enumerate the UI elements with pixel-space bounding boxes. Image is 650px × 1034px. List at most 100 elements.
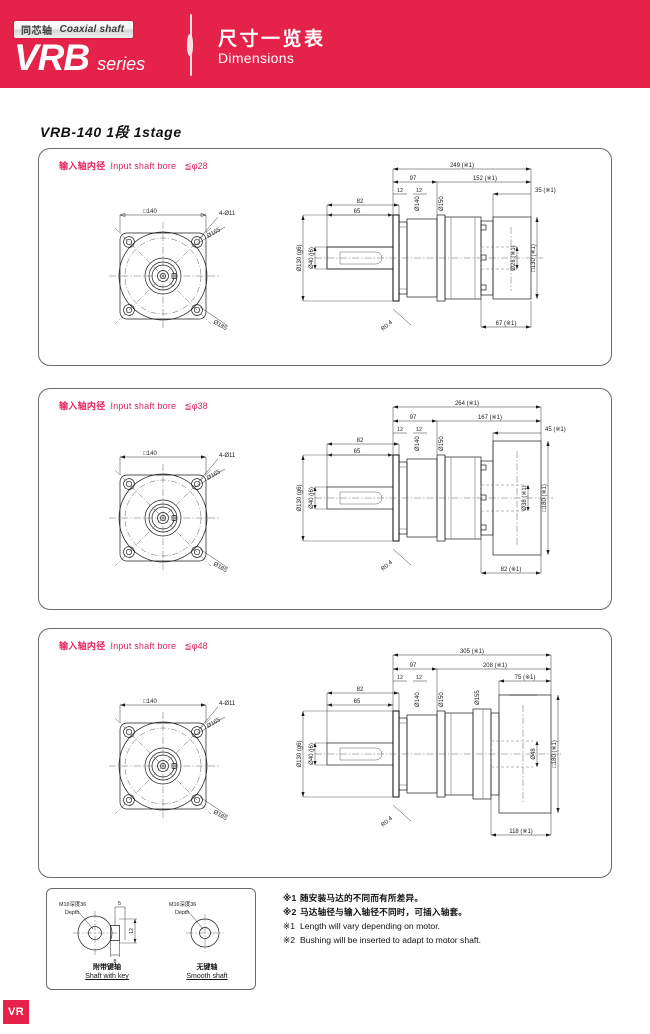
bore-label-en-3: Input shaft bore bbox=[110, 641, 177, 651]
bore-label-1: 输入轴内径 Input shaft bore ≦φ28 bbox=[59, 159, 208, 172]
flange-front-view-1: □140 4-Ø11 Ø165 Ø185 bbox=[87, 193, 277, 353]
side-section-view-3: 305 (※1) 97 208 (※1) 12 12 82 bbox=[285, 643, 630, 868]
dim-body-dia-2b: Ø150 bbox=[439, 436, 445, 451]
dim-front-length-2: 97 bbox=[410, 415, 417, 421]
keyed-thread-cn: M16深度36 bbox=[59, 900, 86, 908]
keyed-dim-height: 12 bbox=[129, 928, 135, 934]
series-word: series bbox=[97, 54, 146, 74]
note-mark-3: ※1 bbox=[283, 920, 295, 931]
bore-label-cn-2: 输入轴内径 bbox=[59, 401, 106, 411]
coaxial-shaft-badge: 同芯轴 Coaxial shaft bbox=[14, 21, 134, 38]
dim-bolt-circle-1: Ø165 bbox=[206, 227, 222, 240]
header-divider bbox=[187, 14, 193, 76]
bore-label-cn-1: 输入轴内径 bbox=[59, 161, 106, 171]
dim-bolt-circle-2: Ø165 bbox=[206, 469, 222, 482]
dim-outer-dia-3: Ø185 bbox=[212, 810, 228, 823]
bore-label-2: 输入轴内径 Input shaft bore ≦φ38 bbox=[59, 399, 208, 412]
dim-motor-shaft-dia-3: Ø48 bbox=[531, 748, 537, 760]
dim-12a-2: 12 bbox=[397, 427, 403, 433]
page-title-en: Dimensions bbox=[218, 50, 295, 66]
dim-motor-square-3: □180 (※1) bbox=[552, 740, 558, 768]
dim-flange-holes-2: 4-Ø11 bbox=[219, 453, 236, 459]
dim-motor-length-3: 118 (※1) bbox=[509, 829, 533, 835]
dim-fillet-3: R0.4 bbox=[380, 815, 394, 828]
dim-65-3: 65 bbox=[354, 699, 361, 705]
dim-body-dia-1a: Ø140 bbox=[415, 196, 421, 211]
dim-body-dia-3c: Ø155 bbox=[475, 690, 481, 705]
dim-fillet-2: R0.4 bbox=[380, 559, 394, 572]
dim-flange-holes-1: 4-Ø11 bbox=[219, 211, 236, 217]
dim-flange-holes-3: 4-Ø11 bbox=[219, 701, 236, 707]
dim-motor-flange-len-2: 45 (※1) bbox=[545, 427, 566, 433]
bore-value-3: ≦φ48 bbox=[184, 641, 208, 651]
dim-shaft-dia-1: Ø40 (j6) bbox=[309, 247, 315, 269]
dim-motor-shaft-dia-1: Ø28 (※1) bbox=[511, 245, 517, 270]
dim-outer-dia-2: Ø185 bbox=[212, 562, 228, 575]
dim-body-dia-3b: Ø150 bbox=[439, 692, 445, 707]
dimension-panel-bore-48: 输入轴内径 Input shaft bore ≦φ48 bbox=[38, 628, 612, 878]
dim-motor-square-2: □180 (※1) bbox=[542, 484, 548, 512]
bore-value-1: ≦φ28 bbox=[184, 161, 208, 171]
dim-motor-flange-len-3: 75 (※1) bbox=[515, 675, 536, 681]
dim-12b-3: 12 bbox=[416, 675, 422, 681]
smooth-caption-en: Smooth shaft bbox=[186, 973, 228, 981]
dim-12b-2: 12 bbox=[416, 427, 422, 433]
model-title: VRB-140 1段 1stage bbox=[40, 124, 182, 140]
dim-motor-flange-len-1: 35 (※1) bbox=[535, 188, 556, 194]
side-section-view-2: 264 (※1) 97 167 (※1) 12 12 82 bbox=[285, 397, 625, 607]
keyed-dim-width: 5 bbox=[118, 901, 121, 907]
note-text-2: 马达轴径与输入轴径不同时，可插入轴套。 bbox=[300, 906, 468, 917]
page-title-cn: 尺寸一览表 bbox=[218, 29, 326, 50]
dim-flange-square-3: □140 bbox=[143, 699, 157, 705]
bore-label-en-2: Input shaft bore bbox=[110, 401, 177, 411]
keyed-caption-cn: 附带键轴 bbox=[93, 964, 121, 971]
dim-12b-1: 12 bbox=[416, 188, 422, 194]
dim-82-1: 82 bbox=[357, 199, 364, 205]
dim-front-length-1: 97 bbox=[410, 176, 417, 182]
flange-front-view-2: □140 4-Ø11 Ø165 Ø185 bbox=[87, 435, 277, 595]
dim-82-3: 82 bbox=[357, 687, 364, 693]
dim-body-dia-2a: Ø140 bbox=[415, 436, 421, 451]
dim-pilot-dia-1: Ø130 (g6) bbox=[297, 244, 303, 271]
dim-rear-length-1: 152 (※1) bbox=[473, 176, 497, 182]
dim-82-2: 82 bbox=[357, 438, 364, 444]
bore-label-en-1: Input shaft bore bbox=[110, 161, 177, 171]
note-text-1: 随安装马达的不同而有所差异。 bbox=[300, 893, 424, 903]
bore-label-3: 输入轴内径 Input shaft bore ≦φ48 bbox=[59, 639, 208, 652]
badge-label-en: Coaxial shaft bbox=[59, 24, 125, 35]
shaft-detail-drawing: M16深度36 Depth 5 12 8 bbox=[53, 895, 251, 965]
badge-label-cn: 同芯轴 bbox=[21, 26, 53, 37]
dim-motor-square-1: □130 (※1) bbox=[531, 244, 537, 272]
smooth-shaft-caption: 无键轴 Smooth shaft bbox=[165, 963, 249, 982]
dim-pilot-dia-3: Ø130 (g6) bbox=[297, 740, 303, 767]
smooth-caption-cn: 无键轴 bbox=[196, 964, 218, 971]
note-mark-2: ※2 bbox=[283, 906, 297, 917]
dim-body-dia-3a: Ø140 bbox=[415, 692, 421, 707]
series-name: VRB bbox=[14, 37, 90, 78]
page-header-banner: 同芯轴 Coaxial shaft VRB series 尺寸一览表 Dimen… bbox=[0, 0, 650, 88]
dim-rear-length-3: 208 (※1) bbox=[483, 663, 507, 669]
keyed-thread-en: Depth bbox=[65, 910, 79, 916]
dim-65-2: 65 bbox=[354, 449, 361, 455]
dim-flange-square-2: □140 bbox=[143, 451, 157, 457]
smooth-thread-en: Depth bbox=[175, 910, 189, 916]
dim-outer-dia-1: Ø185 bbox=[212, 320, 228, 333]
dim-fillet-1: R0.4 bbox=[380, 319, 394, 332]
footer-tab-label: VR bbox=[7, 1006, 25, 1018]
dim-motor-length-2: 82 (※1) bbox=[501, 567, 522, 573]
flange-front-view-3: □140 4-Ø11 Ø165 Ø185 bbox=[87, 683, 277, 843]
dim-total-length-2: 264 (※1) bbox=[455, 401, 479, 407]
dim-flange-square-1: □140 bbox=[143, 209, 157, 215]
footer-page-tab: VR bbox=[3, 1000, 29, 1024]
dim-motor-shaft-dia-2: Ø38 (※1) bbox=[522, 485, 528, 510]
dimension-panel-bore-38: 输入轴内径 Input shaft bore ≦φ38 bbox=[38, 388, 612, 610]
dim-total-length-3: 305 (※1) bbox=[460, 649, 484, 655]
bore-value-2: ≦φ38 bbox=[184, 401, 208, 411]
shaft-end-detail-panel: M16深度36 Depth 5 12 8 bbox=[46, 888, 256, 990]
dim-65-1: 65 bbox=[354, 209, 361, 215]
keyed-dim-key: 8 bbox=[114, 959, 117, 965]
bore-label-cn-3: 输入轴内径 bbox=[59, 641, 106, 651]
